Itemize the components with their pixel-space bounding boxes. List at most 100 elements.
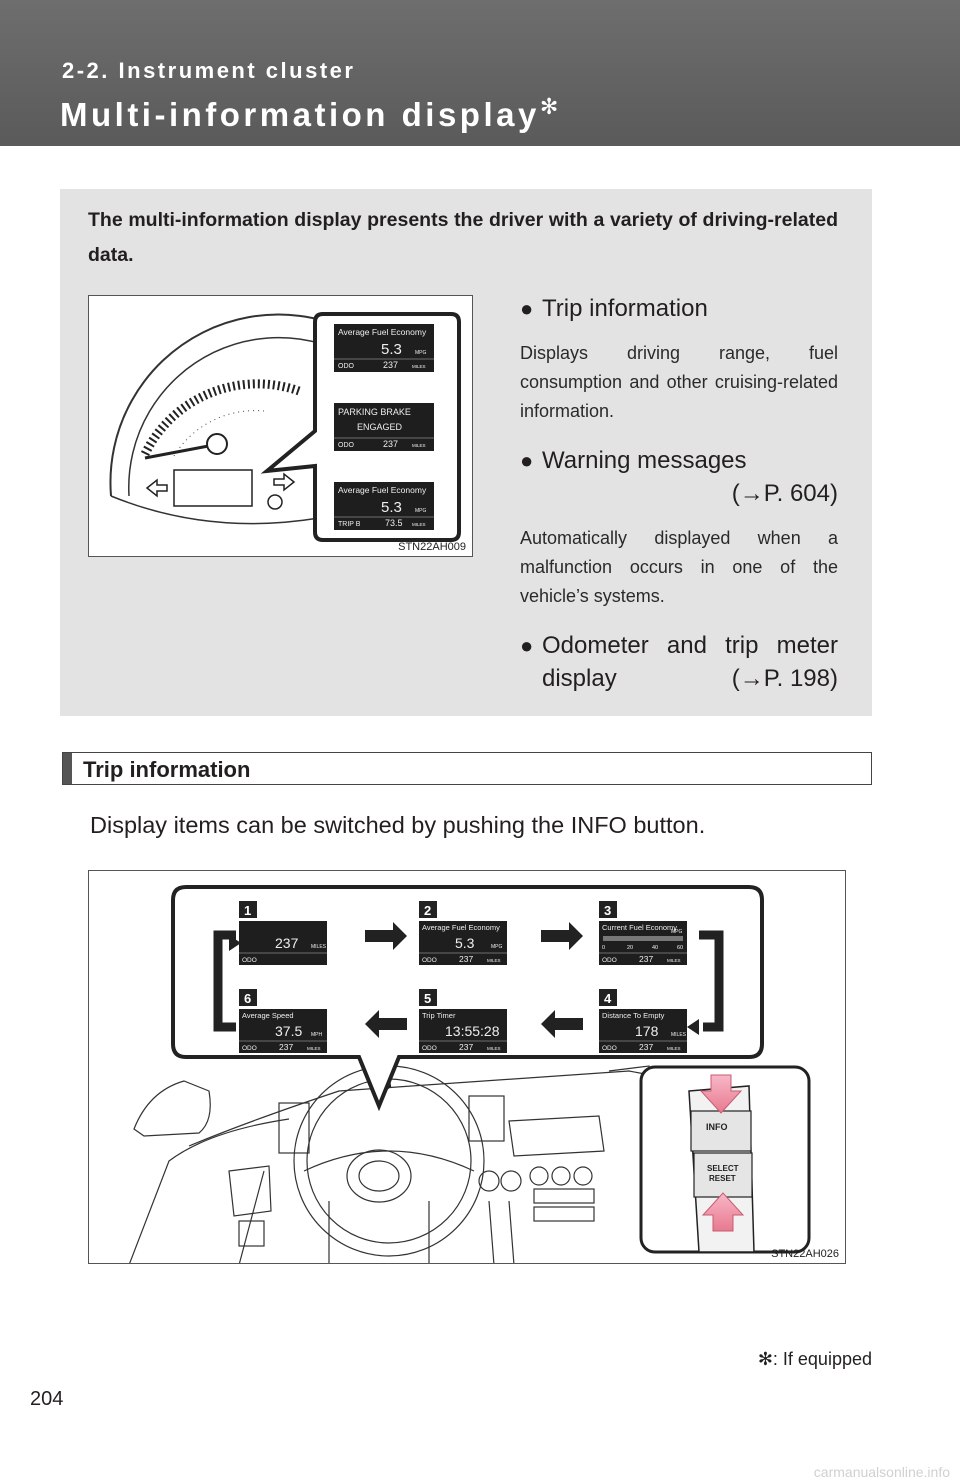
cluster-figure: Average Fuel Economy 5.3 MPG ODO 237 MIL… xyxy=(88,295,473,557)
bullet-odometer-line2: display (→P. 198) xyxy=(520,662,838,695)
intro-panel: The multi-information display presents t… xyxy=(60,189,872,716)
odo-unit: MILES xyxy=(487,958,501,963)
bullet-description: Displays driving range, fuel consumption… xyxy=(520,343,838,421)
figure-code: STN22AH009 xyxy=(398,541,466,553)
footnote: ✻: If equipped xyxy=(757,1349,872,1369)
screen-title: Trip Timer xyxy=(422,1011,456,1020)
bullet-list: ● Trip information Displays driving range… xyxy=(520,292,838,703)
fig1-screen1-value: 5.3 xyxy=(381,341,402,358)
odo-unit: MILES xyxy=(487,1046,501,1051)
step-number: 1 xyxy=(244,903,251,918)
step-number-badge xyxy=(239,989,257,1006)
odo-label: ODO xyxy=(602,1045,617,1052)
odo-unit: MILES xyxy=(667,1046,681,1051)
screen-title: Distance To Empty xyxy=(602,1011,665,1020)
screen-title: Current Fuel Economy xyxy=(602,923,677,932)
bullet-title-cont: display xyxy=(542,665,617,692)
step-number: 4 xyxy=(604,991,612,1006)
screen-value: 5.3 xyxy=(455,935,475,951)
step-number-badge xyxy=(419,989,437,1006)
display-screen xyxy=(419,921,507,965)
fig1-screen2-line2: ENGAGED xyxy=(357,422,403,432)
trip-information-heading: Trip information xyxy=(62,752,872,785)
step-number: 3 xyxy=(604,903,611,918)
odo-value: 237 xyxy=(279,1042,293,1052)
body-text: Display items can be switched by pushing… xyxy=(90,812,706,838)
fig1-screen1-unit: MPG xyxy=(415,350,427,356)
fig1-screen3-odo: TRIP B xyxy=(338,521,361,528)
display-screen xyxy=(239,1009,327,1053)
fig1-screen1-odo-unit: MILES xyxy=(412,364,426,369)
gauge-tick-label: 60 xyxy=(677,945,683,951)
display-screen xyxy=(239,921,327,965)
step-number: 5 xyxy=(424,991,431,1006)
odo-value: 237 xyxy=(459,1042,473,1052)
step-number-badge xyxy=(599,989,617,1006)
bullet-title: Warning messages xyxy=(542,447,747,474)
page-title: Multi-information display✻ xyxy=(60,94,558,134)
bullet-dot-icon: ● xyxy=(520,448,534,473)
page-reference: (→P. 604) xyxy=(731,480,838,507)
reset-button-label: RESET xyxy=(709,1174,736,1183)
odo-unit: MILES xyxy=(307,1046,321,1051)
bullet-dot-icon: ● xyxy=(520,296,534,321)
bullet-dot-icon: ● xyxy=(520,633,534,658)
screen-value: 13:55:28 xyxy=(445,1023,500,1039)
page-header: 2-2. Instrument cluster Multi-informatio… xyxy=(0,0,960,146)
fig1-screen2-odo: ODO xyxy=(338,442,355,449)
fuel-gauge-bar xyxy=(603,936,683,941)
gauge-tick-label: 0 xyxy=(602,945,605,951)
heading-bar xyxy=(63,753,72,784)
screen-title: Average Speed xyxy=(242,1011,294,1020)
screen-unit: MILES xyxy=(311,944,327,950)
intro-text: The multi-information display presents t… xyxy=(88,209,838,266)
screen-title: Average Fuel Economy xyxy=(422,923,500,932)
screen-value: 237 xyxy=(275,935,299,951)
odo-value: 237 xyxy=(639,954,653,964)
info-button-label: INFO xyxy=(706,1122,728,1132)
gauge-tick-label: 40 xyxy=(652,945,658,951)
figure-code: STN22AH026 xyxy=(771,1248,839,1260)
odo-value: 237 xyxy=(459,954,473,964)
fig1-screen1-line1: Average Fuel Economy xyxy=(338,327,427,337)
fig1-screen3-odo-value: 73.5 xyxy=(385,518,403,528)
cluster-illustration: Average Fuel Economy 5.3 MPG ODO 237 MIL… xyxy=(109,312,461,542)
step-number-badge xyxy=(239,901,257,918)
if-equipped-mark: ✻ xyxy=(539,94,559,119)
fig1-screen3-unit: MPG xyxy=(415,508,427,514)
display-screen xyxy=(599,921,687,965)
display-screen xyxy=(599,1009,687,1053)
heading-text: Trip information xyxy=(83,757,251,782)
fig1-screen2-line1: PARKING BRAKE xyxy=(338,407,411,417)
display-screen xyxy=(419,1009,507,1053)
screen-unit: MPG xyxy=(671,929,683,935)
section-title: 2-2. Instrument cluster xyxy=(62,58,356,83)
page-reference: (→P. 198) xyxy=(731,665,838,692)
screen-unit: MILES xyxy=(671,1032,687,1038)
fig1-screen2-odo-value: 237 xyxy=(383,439,398,449)
odo-label: ODO xyxy=(602,957,617,964)
odo-value: 237 xyxy=(639,1042,653,1052)
bullet-odometer: ●Odometer and trip meter xyxy=(520,629,838,662)
page-title-text: Multi-information display xyxy=(60,96,540,133)
fig1-screen3-odo-unit: MILES xyxy=(412,522,426,527)
step-number-badge xyxy=(419,901,437,918)
bullet-warning-messages: ● Warning messages (→P. 604) xyxy=(520,444,838,510)
page-number: 204 xyxy=(30,1388,64,1410)
gauge-tick-label: 20 xyxy=(627,945,633,951)
step-number: 2 xyxy=(424,903,431,918)
odo-label: ODO xyxy=(242,957,257,964)
fig1-screen1-odo-value: 237 xyxy=(383,360,398,370)
select-button-label: SELECT xyxy=(707,1164,739,1173)
odo-label: ODO xyxy=(242,1045,257,1052)
fig1-screen3-line1: Average Fuel Economy xyxy=(338,485,427,495)
fig1-screen3-value: 5.3 xyxy=(381,499,402,516)
watermark: carmanualsonline.info xyxy=(813,1464,950,1480)
odo-unit: MILES xyxy=(667,958,681,963)
bullet-trip-information: ● Trip information xyxy=(520,292,838,325)
bullet-title: Trip information xyxy=(542,295,708,322)
screen-value: 178 xyxy=(635,1023,659,1039)
fig1-screen2-odo-unit: MILES xyxy=(412,443,426,448)
